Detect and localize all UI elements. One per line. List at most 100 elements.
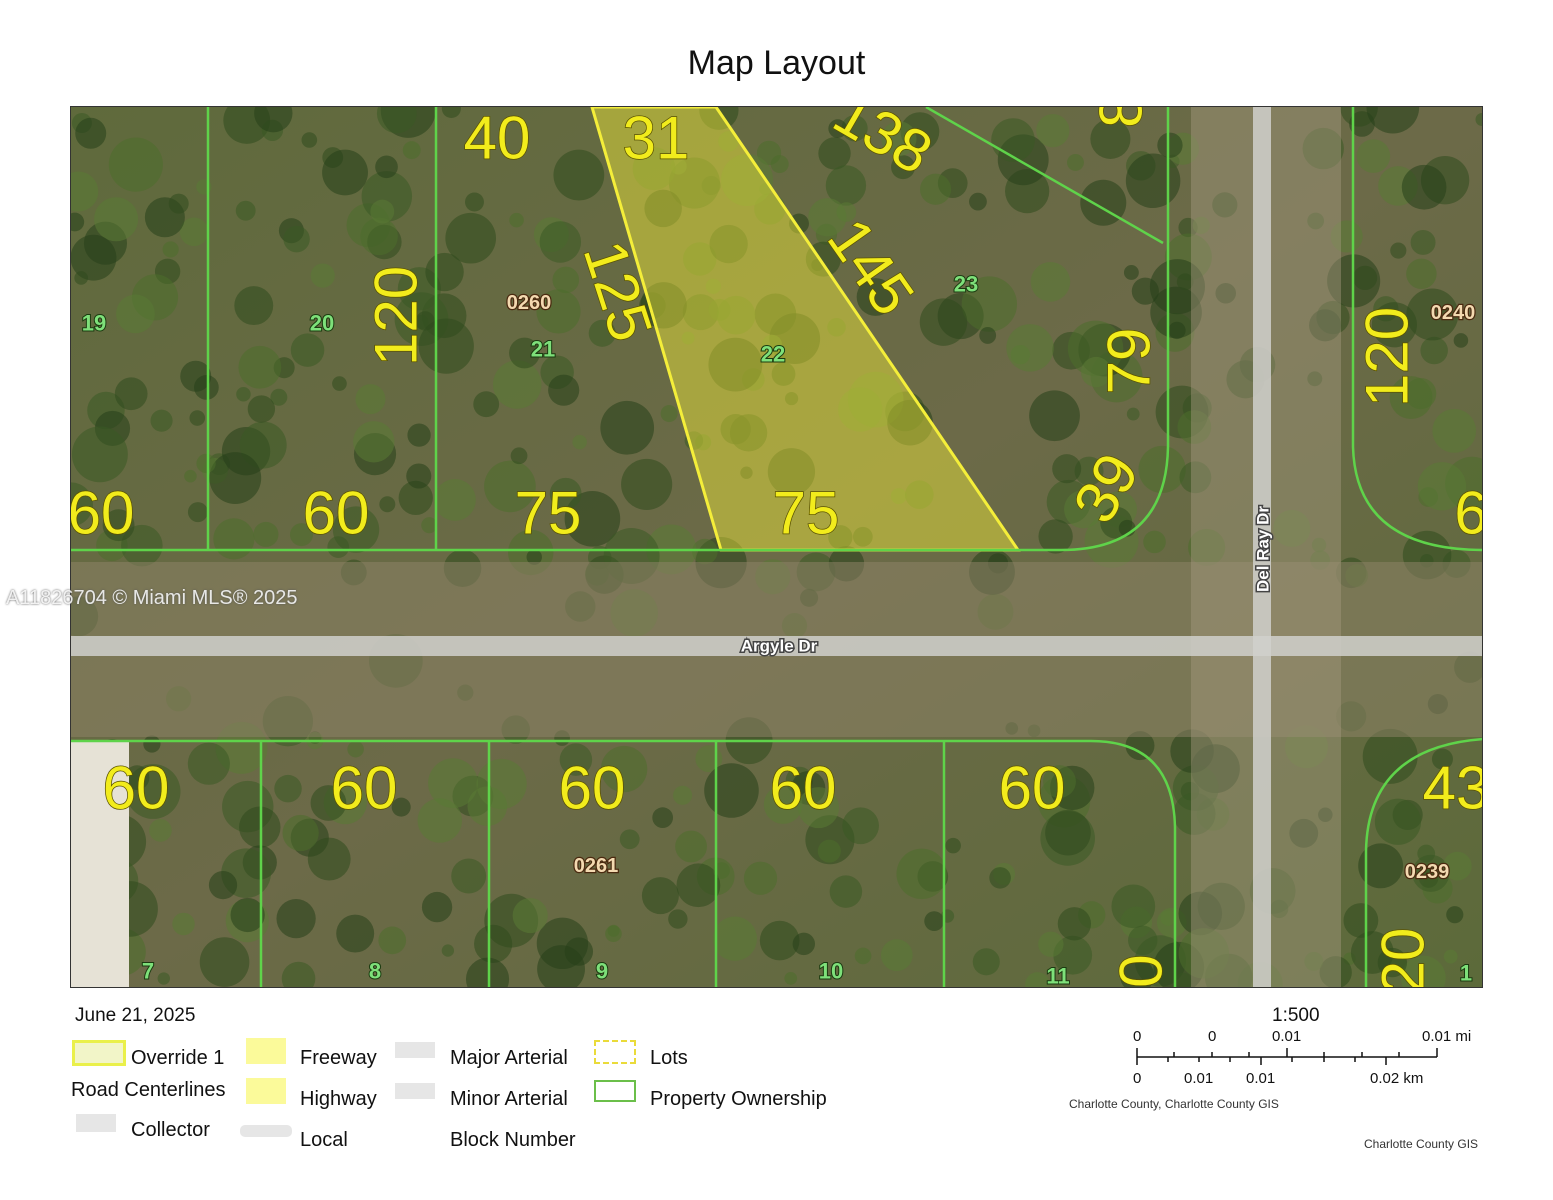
tree (1371, 302, 1417, 348)
tree (771, 362, 796, 386)
tree (825, 165, 867, 206)
tree (353, 421, 395, 463)
tree (552, 266, 580, 294)
dimension-label: 43 (1423, 755, 1483, 822)
tree (919, 173, 952, 205)
dimension-label: 60 (559, 755, 626, 822)
tree (1417, 844, 1436, 863)
tree (1025, 972, 1050, 987)
major-arterial-swatch (395, 1042, 435, 1058)
tree (675, 830, 707, 863)
lots-swatch (594, 1040, 636, 1064)
tree (1066, 153, 1084, 171)
tree (979, 327, 997, 344)
scale-km-label: 0.01 (1246, 1070, 1276, 1087)
tree (763, 785, 803, 824)
tree (972, 948, 1000, 976)
tree (509, 212, 524, 228)
tree (184, 469, 197, 483)
tree (1366, 107, 1420, 134)
highway-swatch (246, 1078, 286, 1104)
tree (1111, 884, 1156, 929)
tree (143, 735, 161, 753)
tree (336, 914, 375, 953)
map-canvas[interactable]: 40 31 138 145 125 120 79 39 120 60 60 75… (70, 106, 1483, 988)
tree (162, 241, 179, 258)
tree (559, 743, 593, 776)
tree (179, 217, 209, 247)
tree (854, 947, 872, 965)
legend-local: Local (300, 1129, 348, 1151)
tree (1406, 288, 1459, 341)
tree (74, 271, 89, 285)
tree (290, 333, 325, 367)
aerial-map[interactable]: 40 31 138 145 125 120 79 39 120 60 60 75… (71, 107, 1483, 988)
tree (1143, 530, 1166, 554)
tree (683, 242, 717, 276)
tree (1420, 336, 1448, 365)
legend-freeway: Freeway (300, 1047, 377, 1069)
tree (310, 785, 347, 821)
tree (406, 463, 432, 489)
road-label-del-ray-dr: Del Ray Dr (1254, 506, 1273, 592)
tree (391, 797, 411, 817)
tree (238, 345, 282, 389)
tree (1150, 286, 1202, 339)
tree (199, 937, 250, 987)
legend-minor-arterial: Minor Arterial (450, 1088, 568, 1110)
block-number: 0261 (574, 855, 619, 877)
tree (1273, 509, 1311, 548)
argyle-dr-road[interactable] (71, 636, 1483, 656)
tree (1067, 320, 1124, 377)
tree (1432, 409, 1477, 453)
tree (1081, 356, 1112, 388)
tree (1352, 265, 1378, 291)
parcel-number: 11 (1046, 964, 1069, 989)
parcel-number: 19 (82, 311, 106, 336)
tree (1128, 925, 1158, 956)
tree (1038, 519, 1073, 554)
del-ray-dr-road[interactable] (1253, 107, 1271, 988)
tree (421, 517, 438, 534)
credit: Charlotte County GIS (1364, 1137, 1479, 1151)
tree (740, 466, 753, 479)
tree (641, 877, 679, 915)
tree (281, 961, 316, 987)
tree (660, 405, 678, 423)
tree (1178, 217, 1198, 238)
tree (1443, 949, 1458, 964)
dimension-label: 60 (303, 480, 370, 547)
tree (1309, 309, 1342, 342)
tree (1119, 958, 1155, 987)
tree (836, 202, 857, 222)
tree (71, 171, 99, 212)
map-title: Map Layout (687, 44, 866, 82)
legend-property-ownership: Property Ownership (650, 1088, 827, 1110)
tree (114, 377, 148, 411)
tree (1410, 229, 1436, 255)
tree (1006, 324, 1054, 372)
tree (71, 482, 93, 527)
tree (1358, 843, 1404, 889)
tree (512, 897, 548, 934)
tree (282, 814, 319, 852)
tree (194, 375, 219, 400)
tree (720, 153, 774, 207)
property-ownership-lines (71, 107, 1482, 987)
tree (1125, 153, 1181, 209)
tree (1212, 192, 1238, 218)
tree (375, 155, 398, 179)
tree (564, 491, 621, 547)
tree (208, 870, 238, 900)
tree (441, 107, 461, 118)
tree (639, 292, 666, 319)
parcel-number: 9 (596, 959, 608, 984)
tree (1406, 258, 1437, 290)
tree (428, 758, 478, 809)
scale-km-label: 0 (1133, 1070, 1142, 1087)
dimension-label: 40 (464, 107, 531, 172)
tree (1318, 807, 1333, 823)
tree (705, 278, 721, 294)
tree (1350, 931, 1394, 974)
tree (1400, 955, 1446, 987)
